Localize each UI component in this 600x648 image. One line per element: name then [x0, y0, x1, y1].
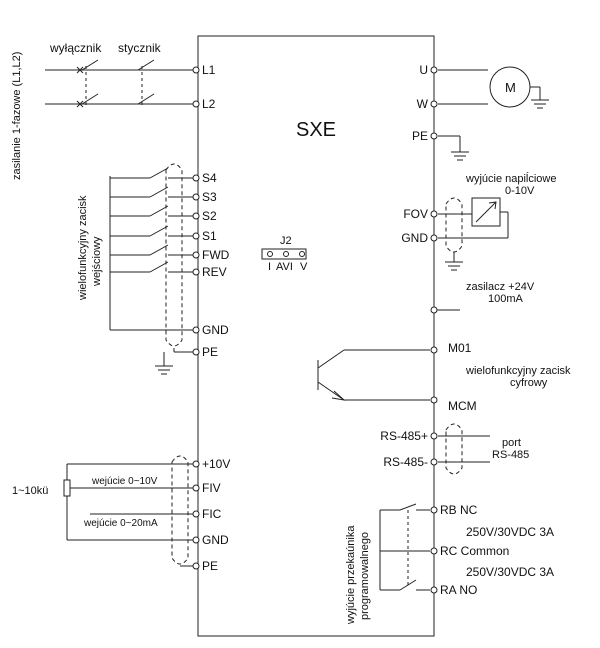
terminal-m01: M01 — [448, 341, 472, 355]
terminal-fic: FIC — [202, 507, 222, 521]
voltage-output-label-1: wyjúcie napiĺciowe — [465, 172, 557, 185]
digital-output-label-2: cyfrowy — [510, 377, 548, 389]
voltage-output-label-2: 0-10V — [505, 185, 535, 197]
terminal-rs485-minus: RS-485- — [383, 455, 428, 469]
drive-title: SXE — [296, 119, 336, 141]
motor-label: M — [505, 80, 516, 95]
terminal-pe-2: PE — [202, 559, 218, 573]
fiv-input-label: wejúcie 0~10V — [91, 476, 158, 487]
port-label-1: port — [502, 437, 521, 449]
digital-input-label-1: wielofunkcyjny zacisk — [77, 195, 89, 301]
terminal-10v: +10V — [202, 457, 230, 471]
terminal-u: U — [419, 63, 428, 77]
terminal-fwd: FWD — [202, 248, 230, 262]
terminal-rev: REV — [202, 265, 227, 279]
terminal-fov: FOV — [403, 207, 428, 221]
drive-box — [197, 35, 435, 637]
terminal-ra: RA NO — [440, 583, 477, 597]
supply24-label-2: 100mA — [488, 293, 524, 305]
relay-rating-2: 250V/30VDC 3A — [466, 565, 554, 579]
jumper-right: V — [300, 261, 308, 273]
terminal-w: W — [417, 97, 429, 111]
terminal-gnd-1: GND — [202, 323, 229, 337]
terminal-rb: RB NC — [440, 503, 478, 517]
terminal-l2: L2 — [202, 97, 216, 111]
contactor-label: stycznik — [118, 41, 162, 55]
terminal-mcm: MCM — [448, 399, 477, 413]
supply-label: zasilanie 1-fazowe (L1,L2) — [11, 52, 23, 180]
terminal-s1: S1 — [202, 229, 217, 243]
switch-label: wyłącznik — [49, 41, 102, 55]
jumper-name: J2 — [280, 235, 292, 247]
port-label-2: RS-485 — [492, 449, 529, 461]
jumper-left: I — [268, 261, 271, 273]
terminal-l1: L1 — [202, 63, 216, 77]
potentiometer-label: 1~10kü — [12, 485, 48, 497]
terminal-gnd-2: GND — [202, 533, 229, 547]
jumper-mid: AVI — [276, 261, 293, 273]
terminal-s4: S4 — [202, 171, 217, 185]
relay-rating-1: 250V/30VDC 3A — [466, 525, 554, 539]
terminal-pe-1: PE — [202, 345, 218, 359]
terminal-rs485-plus: RS-485+ — [380, 429, 428, 443]
terminal-rc: RC Common — [440, 544, 509, 558]
terminal-s2: S2 — [202, 209, 217, 223]
terminal-pe: PE — [412, 129, 428, 143]
terminal-s3: S3 — [202, 190, 217, 204]
terminal-gnd: GND — [401, 231, 428, 245]
relay-label-1: wyjúcie przekaúnika — [345, 525, 357, 625]
digital-output-label-1: wielofunkcyjny zacisk — [465, 365, 571, 377]
terminal-fiv: FIV — [202, 481, 221, 495]
relay-label-2: programowalnego — [359, 532, 371, 620]
supply24-label-1: zasilacz +24V — [466, 281, 535, 293]
digital-input-label-2: wejściowy — [91, 236, 103, 287]
fic-input-label: wejúcie 0~20mA — [83, 518, 158, 529]
